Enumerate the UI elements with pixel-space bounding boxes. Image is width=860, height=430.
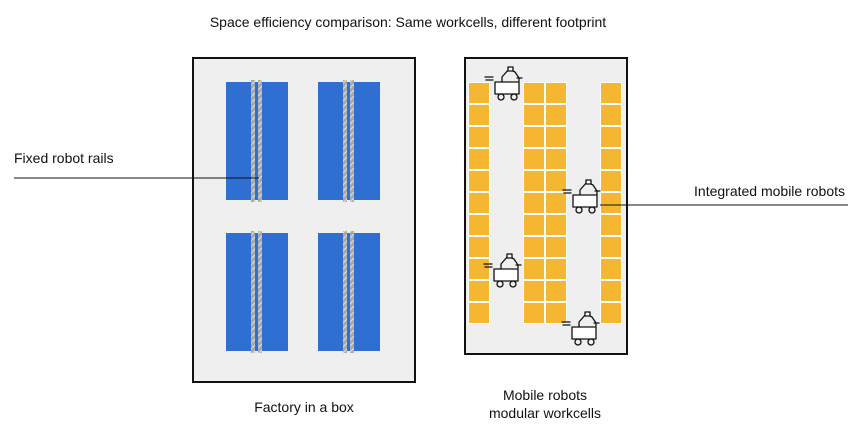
fixed-rails-label: Fixed robot rails: [14, 150, 114, 166]
workcell-module: [545, 258, 567, 280]
workcell-module: [545, 148, 567, 170]
mobile-robots-label: Integrated mobile robots: [694, 183, 845, 199]
robot-rail: [251, 231, 255, 353]
factory-in-a-box-caption: Factory in a box: [254, 399, 354, 415]
workcell-module: [600, 104, 622, 126]
mobile-caption-line2: modular workcells: [489, 405, 601, 421]
workcell-module: [523, 214, 545, 236]
robot-rail: [251, 80, 255, 202]
workcell-block: [318, 82, 380, 200]
workcell-module: [600, 192, 622, 214]
workcell-module: [545, 236, 567, 258]
mobile-robots-panel: [464, 57, 628, 355]
workcell-module: [600, 148, 622, 170]
workcell-module: [468, 236, 490, 258]
workcell-module: [545, 192, 567, 214]
mobile-caption-line1: Mobile robots: [503, 387, 587, 403]
workcell-module: [523, 126, 545, 148]
workcell-block: [226, 82, 288, 200]
fixed-workcell: [318, 80, 380, 202]
workcell-block: [318, 233, 380, 351]
workcell-module: [523, 148, 545, 170]
workcell-module: [468, 170, 490, 192]
workcell-module: [523, 236, 545, 258]
robot-rail: [343, 80, 347, 202]
fixed-workcell: [226, 231, 288, 353]
module-column: [523, 82, 545, 324]
diagram-title: Space efficiency comparison: Same workce…: [210, 14, 606, 30]
workcell-module: [600, 236, 622, 258]
workcell-module: [600, 258, 622, 280]
robot-rail: [350, 80, 354, 202]
workcell-module: [545, 214, 567, 236]
module-column: [545, 82, 567, 324]
robot-rail: [258, 80, 262, 202]
workcell-module: [468, 192, 490, 214]
workcell-module: [523, 302, 545, 324]
workcell-module: [468, 280, 490, 302]
workcell-module: [600, 82, 622, 104]
workcell-module: [600, 170, 622, 192]
workcell-module: [545, 82, 567, 104]
workcell-module: [523, 192, 545, 214]
workcell-module: [468, 148, 490, 170]
workcell-module: [545, 280, 567, 302]
robot-rail: [350, 231, 354, 353]
workcell-module: [468, 214, 490, 236]
mobile-robots-callout: Integrated mobile robots: [600, 183, 848, 206]
workcell-module: [523, 258, 545, 280]
workcell-module: [468, 104, 490, 126]
workcell-module: [468, 258, 490, 280]
fixed-workcell: [318, 231, 380, 353]
workcell-module: [600, 214, 622, 236]
workcell-module: [545, 302, 567, 324]
robot-rail: [258, 231, 262, 353]
module-column: [600, 82, 622, 324]
workcell-module: [600, 302, 622, 324]
module-column: [468, 82, 490, 324]
workcell-module: [545, 126, 567, 148]
workcell-module: [468, 82, 490, 104]
fixed-workcell: [226, 80, 288, 202]
robot-rail: [343, 231, 347, 353]
workcell-block: [226, 233, 288, 351]
workcell-module: [600, 280, 622, 302]
workcell-module: [468, 302, 490, 324]
workcell-module: [468, 126, 490, 148]
workcell-module: [523, 104, 545, 126]
workcell-module: [523, 170, 545, 192]
workcell-module: [523, 82, 545, 104]
workcell-module: [545, 170, 567, 192]
workcell-module: [523, 280, 545, 302]
factory-in-a-box-panel: [192, 57, 416, 383]
fixed-rails-callout: Fixed robot rails: [14, 150, 259, 179]
workcell-module: [545, 104, 567, 126]
workcell-module: [600, 126, 622, 148]
